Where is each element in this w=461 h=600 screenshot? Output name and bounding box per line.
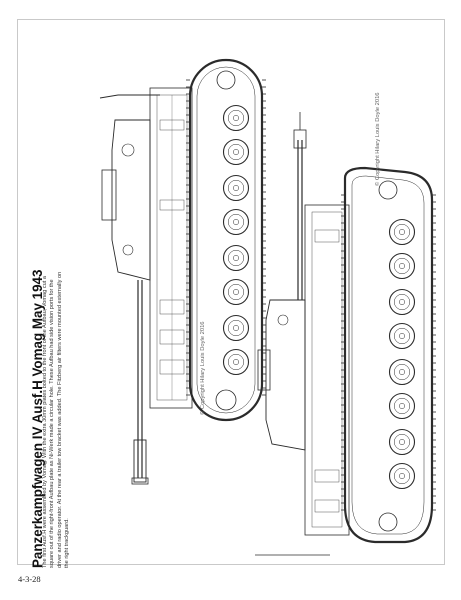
description-text: The first Ausf.H were assembled by Vomag… [42, 271, 70, 568]
copyright-notice-2: © Copyright Hilary Louis Doyle 2016 [375, 92, 381, 186]
copyright-notice-1: © Copyright Hilary Louis Doyle 2016 [200, 321, 206, 415]
page-frame [17, 19, 445, 565]
page-number: 4-3-28 [18, 574, 41, 584]
tank-side-view [255, 112, 436, 556]
tank-top-view [99, 58, 266, 485]
